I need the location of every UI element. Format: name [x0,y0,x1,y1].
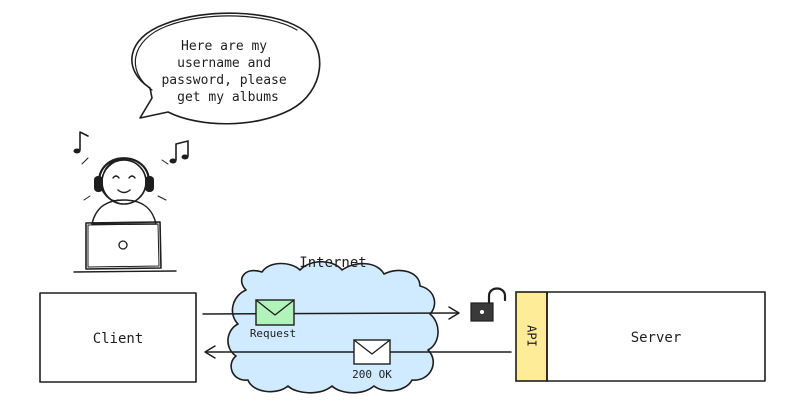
svg-text:Here are my username and: Here are my username and password, pleas… [161,39,294,105]
api-strip: API [515,291,548,382]
client-label: Client [93,331,144,347]
music-note-icon [169,140,189,164]
response-label: 200 OK [352,368,392,381]
server-box: Server [546,291,766,382]
request-label: Request [250,327,296,340]
speech-line-4: get my albums [177,90,279,105]
request-envelope-icon: Request [250,299,296,340]
speech-bubble: Here are my username and password, pleas… [131,12,321,125]
speech-line-1: Here are my [181,39,267,54]
open-padlock-icon [470,287,507,322]
speech-line-3: password, please [161,73,286,88]
person-with-headphones-icon [81,157,169,225]
server-label: Server [631,330,682,346]
response-envelope-icon: 200 OK [352,339,392,381]
speech-line-2: username and [177,56,271,71]
laptop-icon [73,221,177,273]
music-note-icon [73,131,89,154]
request-arrow [202,306,460,320]
internet-label: Internet [299,255,366,271]
client-box: Client [39,292,197,383]
api-label: API [525,325,539,347]
